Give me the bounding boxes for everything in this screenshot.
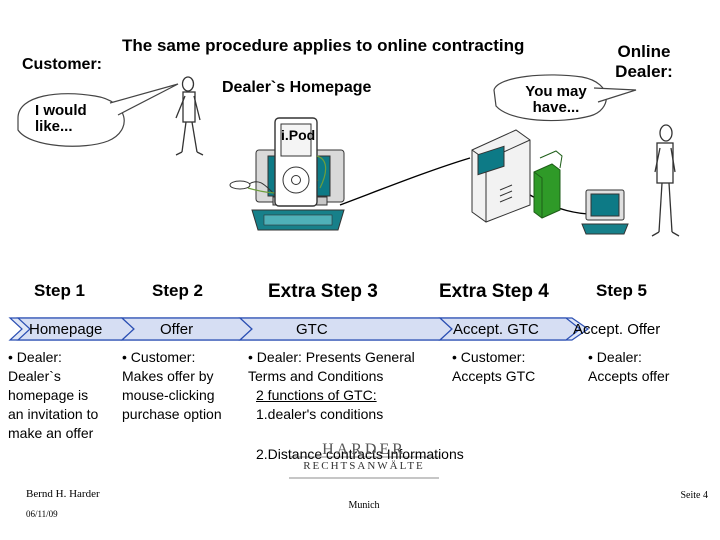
step-3-description-extra: 2.Distance contracts Informations — [256, 446, 464, 462]
desc-line: Accepts GTC — [452, 368, 536, 384]
arrow-segment-accept-gtc — [438, 317, 581, 341]
green-server-icon — [533, 150, 563, 219]
desc-line: Terms and Conditions — [248, 368, 384, 384]
step-1-description: • Dealer: Dealer`s homepage is an invita… — [8, 348, 98, 443]
firm-logo-subtitle: RECHTSANWÄLTE — [303, 460, 425, 472]
ipod-label: i.Pod — [281, 127, 316, 143]
band-accept-gtc: Accept. GTC — [453, 321, 539, 338]
step-2-description: • Customer: Makes offer by mouse-clickin… — [122, 348, 222, 424]
slide-title: The same procedure applies to online con… — [122, 36, 525, 55]
step-2-label: Step 2 — [152, 281, 204, 300]
dealer-figure-icon — [651, 124, 680, 237]
step-1-label: Step 1 — [34, 281, 86, 300]
band-offer: Offer — [160, 321, 194, 338]
firm-logo-harder: HARDER — [322, 441, 406, 458]
step-4-label: Extra Step 4 — [439, 281, 549, 302]
desc-line: Dealer`s — [8, 368, 61, 384]
band-gtc: GTC — [296, 321, 328, 338]
step-4-description: • Customer: Accepts GTC — [452, 348, 535, 386]
desc-line: • Dealer: — [8, 349, 62, 365]
bubble-left-text: I would like... — [35, 102, 87, 135]
step-3-description: • Dealer: Presents General Terms and Con… — [248, 348, 415, 424]
connection-line-left — [339, 157, 471, 206]
desc-line: Makes offer by — [122, 368, 214, 384]
band-homepage: Homepage — [29, 321, 103, 338]
desc-line: • Dealer: — [588, 349, 642, 365]
customer-label: Customer: — [22, 56, 103, 73]
band-accept-offer: Accept. Offer — [573, 321, 661, 338]
process-arrow-band — [8, 317, 590, 341]
online-dealer-label: Online Dealer: — [615, 42, 673, 81]
arrow-segment-gtc — [238, 317, 453, 341]
bubble-right-text: You may have... — [525, 83, 587, 116]
desc-line: 2 functions of GTC: — [256, 387, 377, 403]
footer-author: Bernd H. Harder — [26, 488, 100, 500]
server-icon — [471, 129, 531, 223]
speech-bubble-left — [17, 83, 179, 147]
step-3-label: Extra Step 3 — [268, 281, 378, 302]
ipod-icon — [274, 117, 327, 207]
desc-line: make an offer — [8, 425, 94, 441]
desc-line: purchase option — [122, 406, 222, 422]
desc-line: mouse-clicking — [122, 387, 215, 403]
desc-line: homepage is — [8, 387, 89, 403]
customer-figure-icon — [175, 76, 204, 156]
page-number: Seite 4 — [680, 490, 709, 501]
step-5-description: • Dealer: Accepts offer — [588, 348, 669, 386]
firm-location: Munich — [348, 500, 380, 511]
dealer-computer-icon — [581, 189, 629, 235]
desc-line: an invitation to — [8, 406, 99, 422]
dealer-homepage-label: Dealer`s Homepage — [222, 79, 372, 96]
speech-bubble-right — [493, 74, 637, 122]
desc-line: • Customer: — [452, 349, 526, 365]
desc-line: • Dealer: Presents General — [248, 349, 415, 365]
footer-date: 06/11/09 — [26, 509, 58, 519]
step-5-label: Step 5 — [596, 281, 648, 300]
desc-line: • Customer: — [122, 349, 196, 365]
desc-line: 1.dealer's conditions — [256, 406, 384, 422]
desc-line: Accepts offer — [588, 368, 670, 384]
